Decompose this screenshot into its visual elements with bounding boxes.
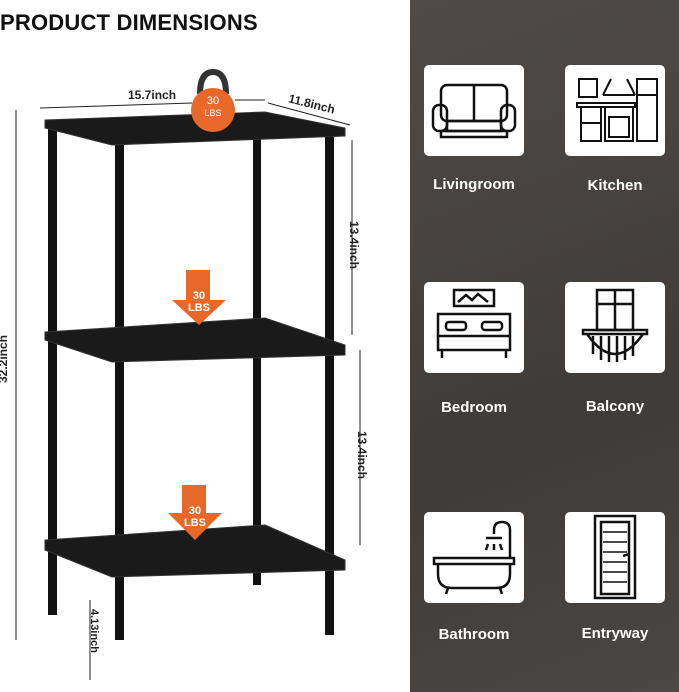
- room-label-livingroom: Livingroom: [433, 176, 515, 193]
- upper-gap-label: 13.4inch: [347, 220, 362, 270]
- load-weight: 30: [192, 290, 206, 302]
- sofa-icon: [424, 65, 524, 156]
- lower-gap-label: 13.4inch: [355, 430, 370, 480]
- load-unit: LBS: [204, 108, 222, 118]
- room-label-bedroom: Bedroom: [441, 399, 507, 416]
- leg-label: 4.13inch: [88, 608, 101, 654]
- room-label-bathroom: Bathroom: [438, 626, 510, 643]
- load-unit: LBS: [188, 302, 210, 314]
- shelf-illustration: [15, 68, 361, 680]
- room-label-entryway: Entryway: [581, 625, 649, 642]
- room-label-balcony: Balcony: [585, 398, 645, 415]
- page-title: PRODUCT DIMENSIONS: [0, 10, 258, 35]
- kettlebell-icon: [191, 68, 235, 132]
- load-weight: 30: [188, 505, 202, 517]
- door-icon: [565, 512, 665, 603]
- width-label: 15.7inch: [128, 88, 177, 102]
- height-label: 32.2inch: [0, 334, 11, 384]
- load-weight: 30: [206, 95, 220, 107]
- down-arrow-icon: [168, 485, 222, 540]
- balcony-icon: [565, 282, 665, 373]
- bathtub-icon: [424, 512, 524, 603]
- down-arrow-icon: [172, 270, 226, 325]
- kitchen-icon: [565, 65, 665, 156]
- load-unit: LBS: [184, 517, 206, 529]
- bed-icon: [424, 282, 524, 373]
- room-label-kitchen: Kitchen: [587, 177, 643, 194]
